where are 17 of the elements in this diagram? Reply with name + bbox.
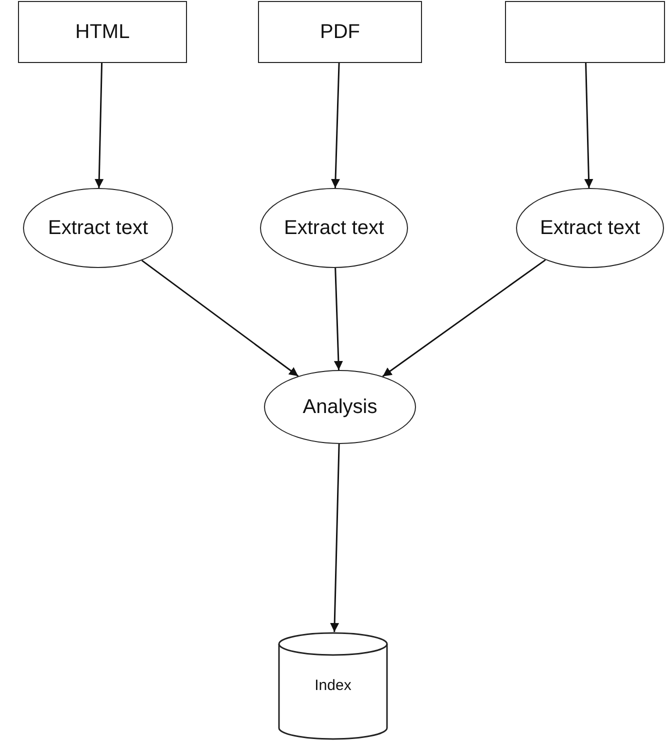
process-box: [18, 1, 187, 63]
arrow: [334, 268, 343, 370]
node-label: HTML: [74, 20, 131, 44]
arrow: [331, 62, 340, 188]
node-label: Analysis: [302, 394, 378, 420]
arrow: [584, 62, 594, 188]
arrow: [330, 444, 340, 632]
node-label: Extract text: [282, 216, 386, 240]
process-box: [505, 1, 665, 63]
node-label: PDF: [319, 20, 361, 44]
process-box: [258, 1, 422, 63]
arrow: [382, 259, 546, 378]
node-label: Extract text: [46, 216, 150, 240]
node-label: Extract text: [538, 216, 642, 240]
arrow: [141, 260, 299, 377]
arrow: [94, 62, 104, 188]
node-label: Index: [314, 676, 352, 696]
